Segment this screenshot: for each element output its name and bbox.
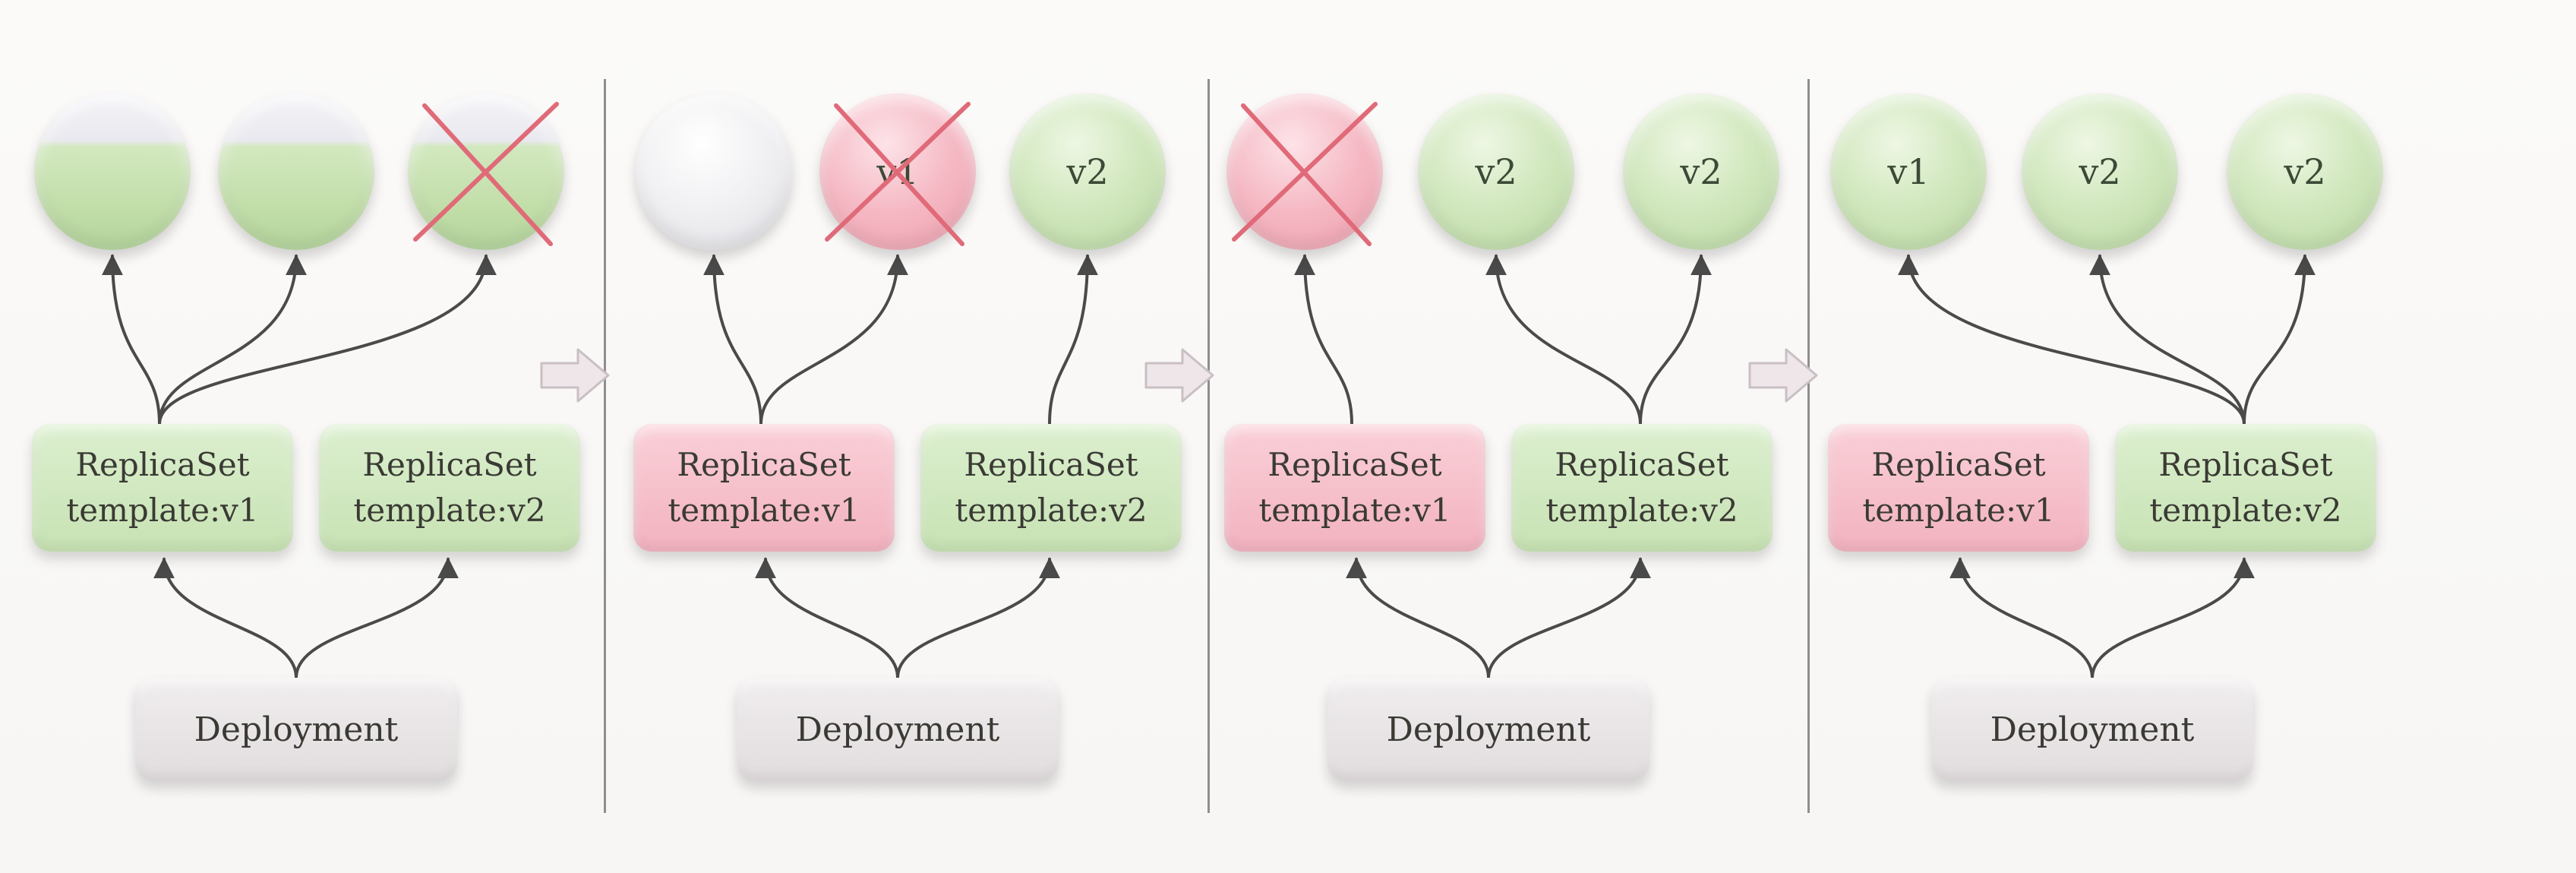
pod xyxy=(1226,93,1383,250)
replicaset-title: ReplicaSet xyxy=(2158,446,2333,483)
pod-version-label: v2 xyxy=(1066,151,1109,192)
replicaset-to-pod-arrow xyxy=(1485,254,1642,425)
replicaset-template: template:v2 xyxy=(1545,492,1738,529)
deployment-label: Deployment xyxy=(795,710,1000,749)
replicaset-title: ReplicaSet xyxy=(362,446,537,483)
pod xyxy=(34,93,191,250)
next-step-arrow-icon xyxy=(1748,348,1818,403)
pod: v2 xyxy=(2227,93,2383,250)
next-step-arrow-icon xyxy=(540,348,610,403)
terminated-cross-icon xyxy=(413,102,559,246)
replicaset-box: ReplicaSet template:v1 xyxy=(1828,424,2089,552)
deployment-label: Deployment xyxy=(1386,710,1591,749)
replicaset-template: template:v1 xyxy=(668,492,860,529)
replicaset-template: template:v1 xyxy=(1258,492,1451,529)
pod: v2 xyxy=(1623,93,1779,250)
replicaset-box: ReplicaSet template:v1 xyxy=(32,424,293,552)
pod: v1 xyxy=(1830,93,1987,250)
deployment-box: Deployment xyxy=(737,678,1059,781)
replicaset-template: template:v1 xyxy=(1862,492,2055,529)
replicaset-title: ReplicaSet xyxy=(75,446,250,483)
replicaset-title: ReplicaSet xyxy=(1267,446,1442,483)
replicaset-to-pod-arrow xyxy=(158,254,307,425)
stage-divider xyxy=(1208,79,1210,813)
deployment-to-replicaset-arrow xyxy=(755,557,899,679)
deployment-label: Deployment xyxy=(194,710,399,749)
deployment-to-replicaset-arrow xyxy=(1487,557,1651,679)
replicaset-template: template:v2 xyxy=(955,492,1148,529)
deployment-to-replicaset-arrow xyxy=(1949,557,2094,679)
replicaset-title: ReplicaSet xyxy=(1871,446,2046,483)
deployment-box: Deployment xyxy=(1931,678,2253,781)
replicaset-to-pod-arrow xyxy=(1898,254,2246,425)
replicaset-to-pod-arrow xyxy=(759,254,908,425)
replicaset-to-pod-arrow xyxy=(1294,254,1353,425)
deployment-to-replicaset-arrow xyxy=(1346,557,1490,679)
replicaset-template: template:v2 xyxy=(353,492,546,529)
replicaset-to-pod-arrow xyxy=(2243,254,2316,425)
replicaset-box: ReplicaSet template:v2 xyxy=(2115,424,2376,552)
replicaset-title: ReplicaSet xyxy=(1555,446,1729,483)
replicaset-template: template:v1 xyxy=(66,492,259,529)
replicaset-to-pod-arrow xyxy=(1639,254,1712,425)
replicaset-to-pod-arrow xyxy=(1048,254,1098,425)
stage-divider xyxy=(1807,79,1810,813)
terminated-cross-icon xyxy=(825,102,971,246)
pod-version-label: v1 xyxy=(1887,151,1930,192)
pod xyxy=(408,93,564,250)
pod-version-label: v2 xyxy=(2079,151,2121,192)
replicaset-title: ReplicaSet xyxy=(964,446,1138,483)
replicaset-to-pod-arrow xyxy=(2089,254,2246,425)
pod: v2 xyxy=(2022,93,2178,250)
replicaset-title: ReplicaSet xyxy=(677,446,851,483)
deployment-to-replicaset-arrow xyxy=(896,557,1060,679)
pod xyxy=(636,93,792,250)
pod-version-label: v2 xyxy=(2284,151,2326,192)
pod: v2 xyxy=(1418,93,1574,250)
replicaset-to-pod-arrow xyxy=(158,254,497,425)
deployment-label: Deployment xyxy=(1990,710,2195,749)
stage-divider xyxy=(604,79,606,813)
replicaset-box: ReplicaSet template:v1 xyxy=(1224,424,1485,552)
pod-version-label: v2 xyxy=(1680,151,1722,192)
replicaset-to-pod-arrow xyxy=(703,254,762,425)
deployment-box: Deployment xyxy=(135,678,457,781)
pod xyxy=(218,93,374,250)
pod: v2 xyxy=(1009,93,1166,250)
replicaset-template: template:v2 xyxy=(2149,492,2342,529)
pod-version-label: v2 xyxy=(1475,151,1517,192)
deployment-to-replicaset-arrow xyxy=(153,557,298,679)
deployment-box: Deployment xyxy=(1327,678,1649,781)
terminated-cross-icon xyxy=(1232,102,1378,246)
next-step-arrow-icon xyxy=(1144,348,1214,403)
replicaset-to-pod-arrow xyxy=(102,254,161,425)
replicaset-box: ReplicaSet template:v1 xyxy=(633,424,895,552)
deployment-to-replicaset-arrow xyxy=(295,557,459,679)
replicaset-box: ReplicaSet template:v2 xyxy=(319,424,580,552)
replicaset-box: ReplicaSet template:v2 xyxy=(1511,424,1773,552)
replicaset-box: ReplicaSet template:v2 xyxy=(920,424,1182,552)
deployment-to-replicaset-arrow xyxy=(2091,557,2255,679)
pod: v1 xyxy=(819,93,976,250)
